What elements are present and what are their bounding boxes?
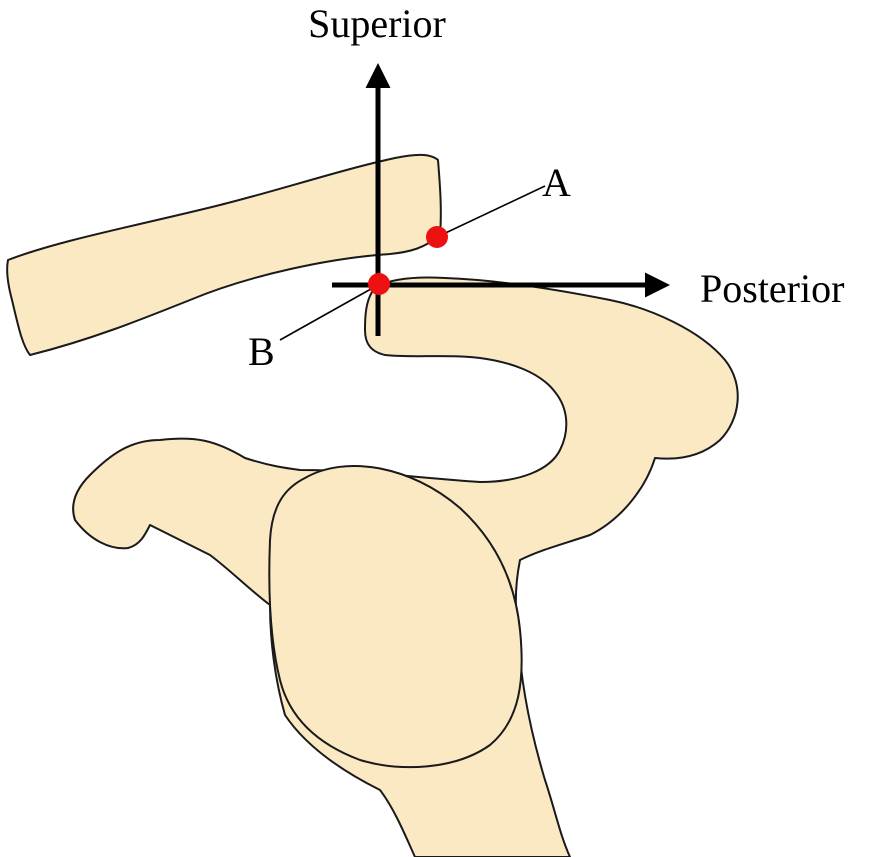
humeral-head-shape [268, 464, 523, 769]
leader-line-b [279, 284, 379, 341]
point-a-label: A [542, 160, 571, 205]
point-b-marker [368, 273, 390, 295]
superior-label: Superior [308, 1, 446, 46]
clavicle-shape [6, 153, 442, 356]
point-b-label: B [248, 329, 275, 374]
posterior-label: Posterior [700, 266, 844, 311]
leader-line-a [436, 185, 546, 238]
point-a-marker [426, 226, 448, 248]
